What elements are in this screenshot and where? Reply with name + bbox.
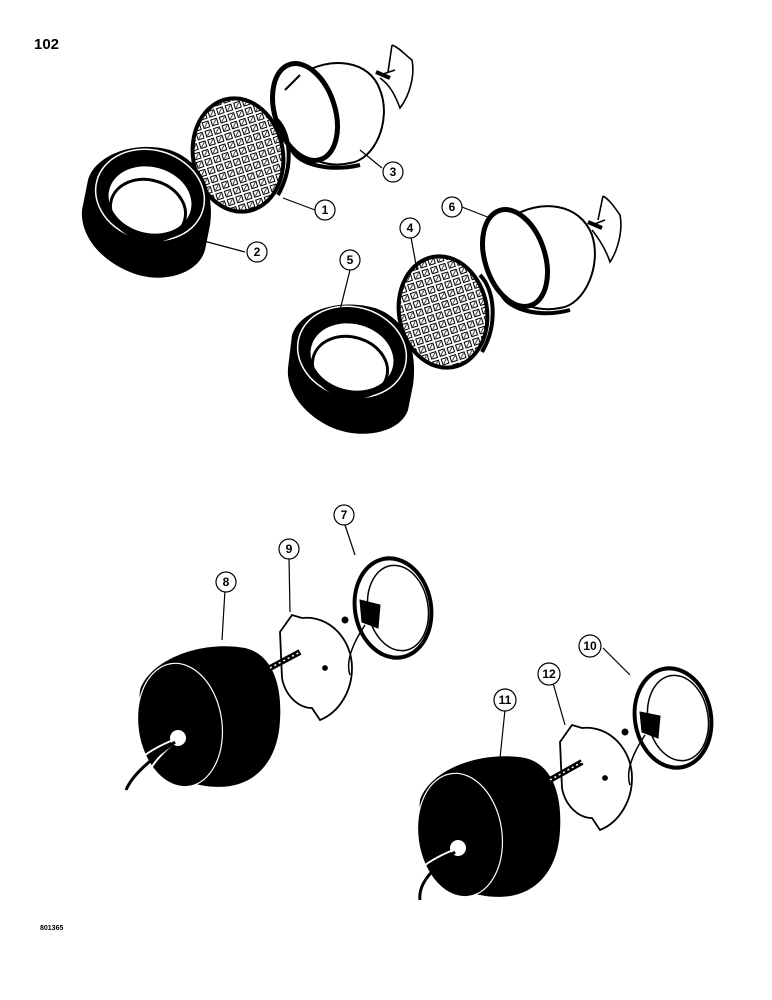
callout-7: 7 <box>333 504 355 526</box>
tail-lamp-body-right <box>409 756 561 901</box>
svg-text:11: 11 <box>499 693 512 707</box>
svg-text:7: 7 <box>341 508 348 522</box>
svg-text:3: 3 <box>390 165 397 179</box>
callout-2: 2 <box>246 241 268 263</box>
mounting-plate-left <box>268 613 353 722</box>
callout-6: 6 <box>441 196 463 218</box>
lamp-housing-lower <box>480 195 622 316</box>
sealed-beam-lens-lower <box>396 254 495 370</box>
callout-4: 4 <box>399 217 421 239</box>
svg-text:12: 12 <box>542 667 556 681</box>
callout-12: 12 <box>537 662 561 686</box>
svg-text:6: 6 <box>449 200 456 214</box>
svg-text:4: 4 <box>407 221 414 235</box>
callout-3: 3 <box>382 161 404 183</box>
svg-text:5: 5 <box>347 253 354 267</box>
page-number: 102 <box>34 36 60 53</box>
svg-text:1: 1 <box>322 203 329 217</box>
callout-9: 9 <box>278 538 300 560</box>
lamp-housing-upper <box>270 44 414 170</box>
svg-text:10: 10 <box>583 639 597 653</box>
drawing-code: 801365 <box>40 925 64 932</box>
mounting-plate-right <box>548 723 633 832</box>
svg-text:2: 2 <box>254 245 261 259</box>
callout-5: 5 <box>339 249 361 271</box>
tail-lamp-lens-right <box>621 666 714 786</box>
callout-8: 8 <box>215 571 237 593</box>
callout-11: 11 <box>493 688 517 712</box>
svg-text:9: 9 <box>286 542 293 556</box>
tail-lamp-body-left <box>124 646 281 791</box>
svg-text:8: 8 <box>223 575 230 589</box>
callout-10: 10 <box>578 634 602 658</box>
tail-lamp-lens-left <box>341 556 434 676</box>
sealed-beam-lens-upper <box>190 96 291 214</box>
rubber-bezel-upper <box>81 146 211 278</box>
callout-1: 1 <box>314 199 336 221</box>
rubber-bezel-lower <box>287 304 415 434</box>
